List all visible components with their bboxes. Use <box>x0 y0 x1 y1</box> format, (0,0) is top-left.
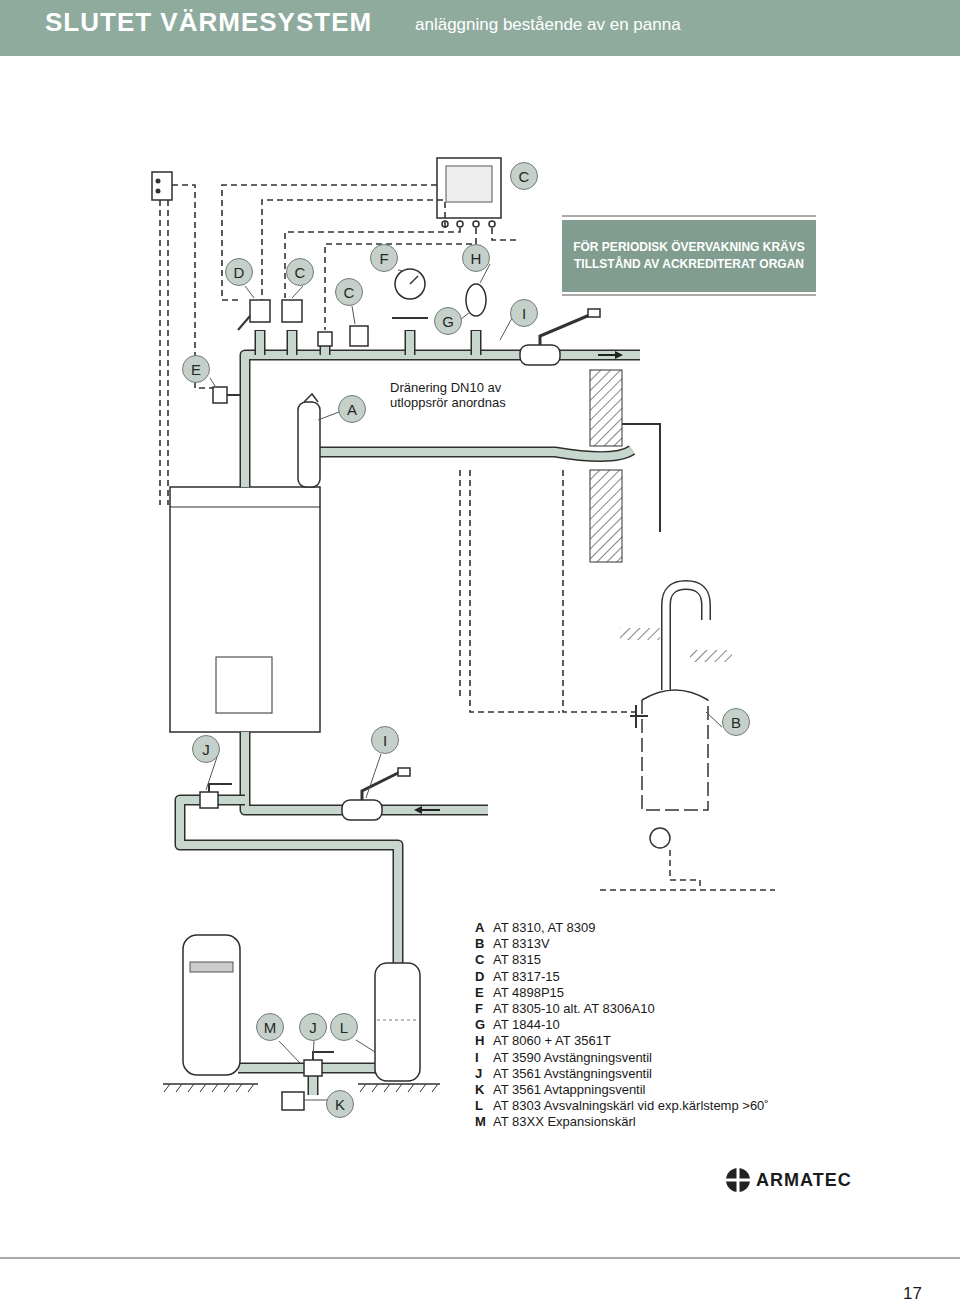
node-text: A <box>347 401 357 418</box>
node-text: D <box>234 264 245 281</box>
switch-box <box>152 172 172 200</box>
legend-letter: G <box>475 1018 485 1033</box>
legend-text: AT 83XX Expansionskärl <box>493 1115 636 1130</box>
node-text: G <box>442 313 454 330</box>
pressure-gauge <box>395 269 425 299</box>
safety-valve-a <box>298 402 320 487</box>
notice-box: FÖR PERIODISK ÖVERVAKNING KRÄVS TILLSTÅN… <box>562 220 816 292</box>
legend-letter: J <box>475 1067 482 1082</box>
callout-letter: I <box>510 299 538 327</box>
callout-letter: E <box>182 355 210 383</box>
legend-text: AT 8310, AT 8309 <box>493 921 595 936</box>
legend-text: AT 3561 Avstängningsventil <box>493 1067 652 1082</box>
legend-text: AT 4898P15 <box>493 986 564 1001</box>
node-text: M <box>264 1019 277 1036</box>
legend-text: AT 8060 + AT 3561T <box>493 1034 611 1049</box>
node-text: F <box>379 250 388 267</box>
logo-mark <box>726 1168 750 1192</box>
legend-text: AT 8317-15 <box>493 970 560 985</box>
legend-letter: C <box>475 953 484 968</box>
callout-letter: D <box>225 258 253 286</box>
subtitle: anläggning bestående av en panna <box>415 15 681 35</box>
node-text: FÖR PERIODISK ÖVERVAKNING KRÄVS TILLSTÅN… <box>568 239 810 274</box>
legend-letter: B <box>475 937 484 952</box>
node-text: J <box>309 1019 317 1036</box>
boiler <box>170 487 320 732</box>
valve-d <box>250 300 270 322</box>
callout-letter: J <box>192 735 220 763</box>
legend-letter: D <box>475 970 484 985</box>
callout-letter: B <box>722 708 750 736</box>
callout-letter: I <box>371 726 399 754</box>
node-text: E <box>191 361 201 378</box>
ball-valve <box>520 345 560 365</box>
node-text: K <box>335 1096 345 1113</box>
legend-letter: K <box>475 1083 484 1098</box>
safety-valve <box>466 284 486 316</box>
expansion-tank <box>183 935 240 1075</box>
callout-letter: J <box>299 1013 327 1041</box>
node-text: C <box>344 284 355 301</box>
legend-text: AT 8305-10 alt. AT 8306A10 <box>493 1002 655 1017</box>
legend-letter: L <box>475 1099 483 1114</box>
legend-letter: H <box>475 1034 484 1049</box>
legend-letter: E <box>475 986 484 1001</box>
callout-letter: C <box>286 258 314 286</box>
cooling-tank <box>375 963 420 1081</box>
brand-name: ARMATEC <box>756 1170 852 1191</box>
wall <box>590 370 622 446</box>
node-text: B <box>731 714 741 731</box>
node-text: H <box>471 250 482 267</box>
node-text: C <box>519 168 530 185</box>
page-title: SLUTET VÄRMESYSTEM <box>45 8 372 38</box>
callout-letter: F <box>370 244 398 272</box>
legend-text: AT 8303 Avsvalningskärl vid exp.kärlstem… <box>493 1099 769 1114</box>
node-text: I <box>383 732 387 749</box>
legend-text: AT 8313V <box>493 937 550 952</box>
legend-letter: F <box>475 1002 483 1017</box>
legend-text: AT 3561 Avtappningsventil <box>493 1083 646 1098</box>
node-text: I <box>522 305 526 322</box>
legend-text: AT 8315 <box>493 953 541 968</box>
control-unit <box>437 158 501 218</box>
callout-letter: A <box>338 395 366 423</box>
sensor <box>213 387 227 403</box>
callout-letter: L <box>330 1013 358 1041</box>
legend-text: AT 3590 Avstängningsventil <box>493 1051 652 1066</box>
legend-letter: I <box>475 1051 479 1066</box>
callout-letter: C <box>510 162 538 190</box>
legend-letter: M <box>475 1115 486 1130</box>
callout-letter: G <box>434 307 462 335</box>
callout-letter: C <box>335 278 363 306</box>
callout-letter: M <box>256 1013 284 1041</box>
legend-letter: A <box>475 921 484 936</box>
page-number: 17 <box>903 1284 922 1304</box>
header-band <box>0 0 960 56</box>
callout-letter: K <box>326 1090 354 1118</box>
separator-b <box>642 700 708 810</box>
node-text: J <box>202 741 210 758</box>
node-text: L <box>340 1019 348 1036</box>
note: Dränering DN10 av utloppsrör anordnas <box>390 381 540 411</box>
node-text: C <box>295 264 306 281</box>
legend-text: AT 1844-10 <box>493 1018 560 1033</box>
callout-letter: H <box>462 244 490 272</box>
